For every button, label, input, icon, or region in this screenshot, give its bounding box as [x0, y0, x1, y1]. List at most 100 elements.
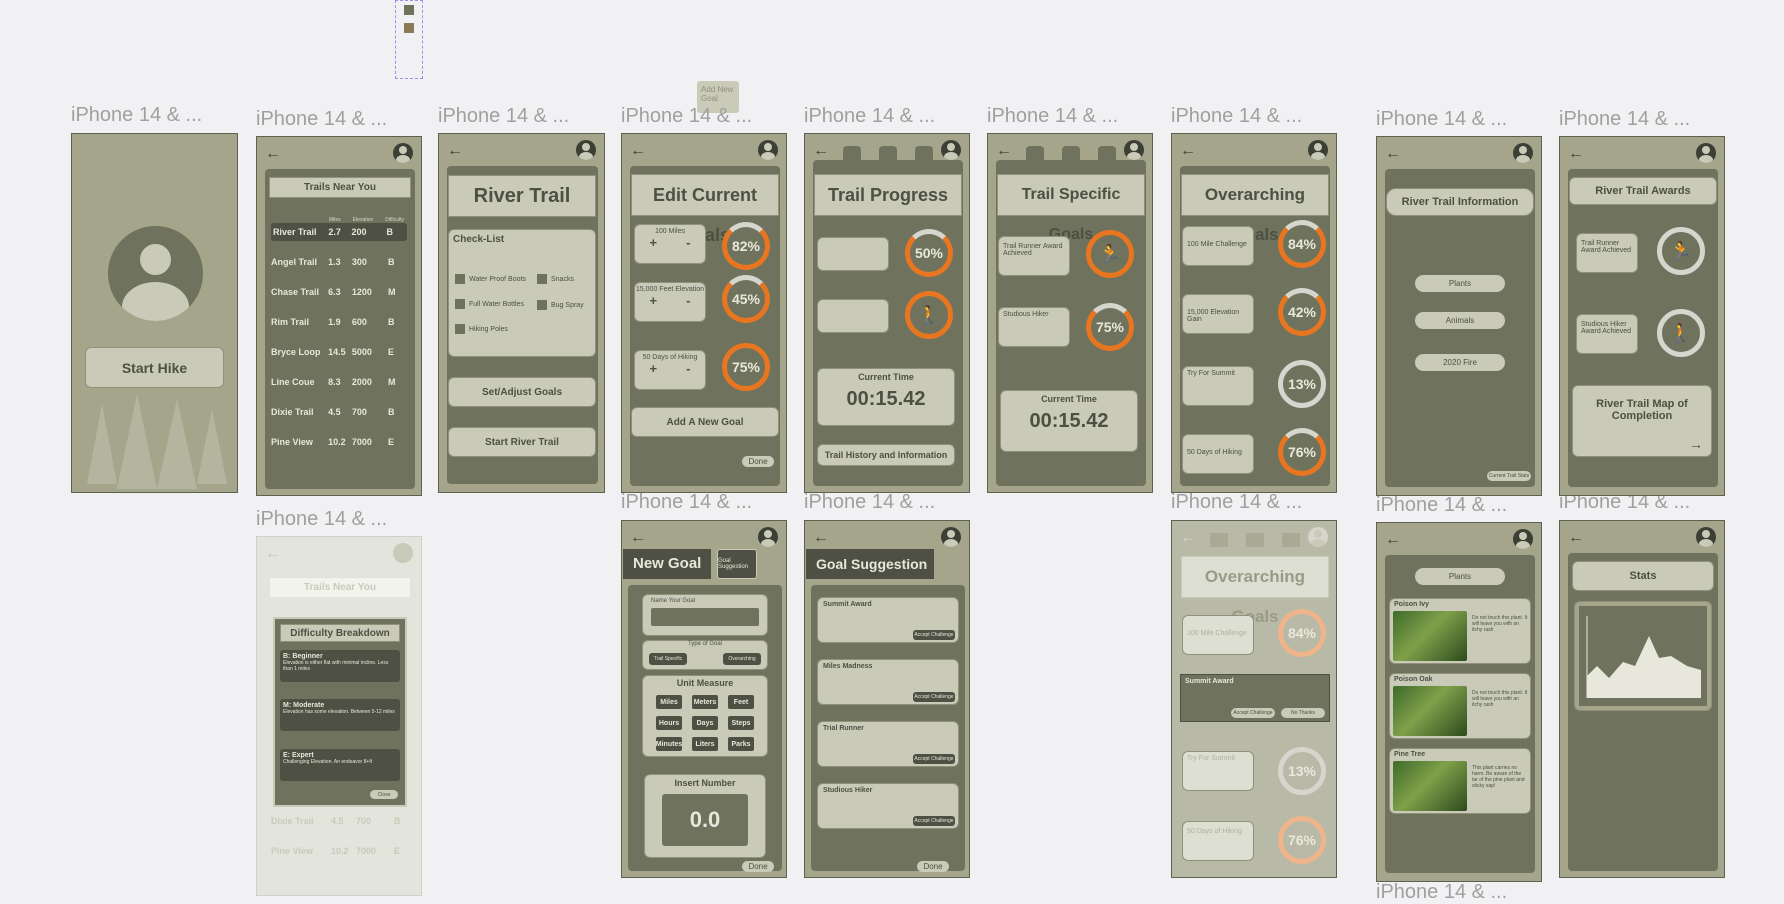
- profile-icon[interactable]: [393, 543, 413, 563]
- frame-label[interactable]: iPhone 14 & ...: [256, 108, 388, 130]
- unit-option[interactable]: Meters: [691, 694, 719, 710]
- back-arrow-icon[interactable]: ←: [1385, 145, 1401, 162]
- profile-icon[interactable]: [1696, 527, 1716, 547]
- done-button[interactable]: Done: [742, 861, 774, 872]
- unit-option[interactable]: Feet: [727, 694, 755, 710]
- checkbox[interactable]: [455, 274, 465, 284]
- checkbox[interactable]: [537, 274, 547, 284]
- profile-icon[interactable]: [1124, 140, 1144, 160]
- frame-label[interactable]: iPhone 14 & ...: [804, 491, 936, 513]
- back-arrow-icon[interactable]: ←: [265, 145, 281, 162]
- unit-option[interactable]: Miles: [655, 694, 683, 710]
- set-goals-button[interactable]: Set/Adjust Goals: [448, 377, 596, 407]
- profile-icon[interactable]: [941, 527, 961, 547]
- goal-suggestion-button[interactable]: Goal Suggestion: [717, 549, 757, 579]
- start-hike-button[interactable]: Start Hike: [85, 347, 224, 388]
- done-button[interactable]: Done: [742, 456, 774, 467]
- profile-icon[interactable]: [1308, 140, 1328, 160]
- frame-label[interactable]: iPhone 14 & ...: [1376, 494, 1508, 516]
- accept-challenge-button[interactable]: Accept Challenge: [1231, 708, 1275, 718]
- back-arrow-icon[interactable]: ←: [630, 142, 646, 159]
- checkbox[interactable]: [455, 324, 465, 334]
- selection-box[interactable]: [395, 0, 423, 79]
- trail-history-button[interactable]: Trail History and Information: [817, 444, 955, 466]
- profile-icon[interactable]: [1513, 529, 1533, 549]
- profile-icon[interactable]: [393, 143, 413, 163]
- unit-option[interactable]: Parks: [727, 736, 755, 752]
- add-goal-sticky[interactable]: Add New Goal: [697, 81, 739, 113]
- fire-button[interactable]: 2020 Fire: [1415, 354, 1505, 371]
- close-button[interactable]: Close: [370, 790, 398, 799]
- unit-option[interactable]: Liters: [691, 736, 719, 752]
- frame-label[interactable]: iPhone 14 & ...: [71, 104, 203, 126]
- number-display[interactable]: 0.0: [662, 794, 748, 846]
- profile-icon[interactable]: [941, 140, 961, 160]
- frame-label[interactable]: iPhone 14 & ...: [1171, 105, 1303, 127]
- minus-button[interactable]: -: [686, 235, 691, 250]
- goal-name-input[interactable]: [651, 608, 759, 626]
- profile-icon[interactable]: [1696, 143, 1716, 163]
- plus-button[interactable]: +: [649, 361, 658, 376]
- accept-challenge-button[interactable]: Accept Challenge: [913, 754, 955, 764]
- frame-label[interactable]: iPhone 14 & ...: [1559, 491, 1691, 513]
- frame-label[interactable]: iPhone 14 & ...: [1376, 108, 1508, 130]
- frame-label[interactable]: iPhone 14 & ...: [1376, 881, 1508, 903]
- profile-icon[interactable]: [576, 140, 596, 160]
- animals-button[interactable]: Animals: [1415, 312, 1505, 329]
- unit-option[interactable]: Minutes: [655, 736, 683, 752]
- map-completion-card[interactable]: River Trail Map of Completion →: [1572, 385, 1712, 457]
- frame-label[interactable]: iPhone 14 & ...: [1171, 491, 1303, 513]
- unit-option[interactable]: Steps: [727, 715, 755, 731]
- frame-label[interactable]: iPhone 14 & ...: [438, 105, 570, 127]
- back-arrow-icon[interactable]: ←: [1568, 529, 1584, 546]
- unit-option[interactable]: Hours: [655, 715, 683, 731]
- frame-label[interactable]: iPhone 14 & ...: [621, 105, 753, 127]
- frame-label[interactable]: iPhone 14 & ...: [804, 105, 936, 127]
- back-arrow-icon[interactable]: ←: [813, 142, 829, 159]
- profile-icon[interactable]: [758, 140, 778, 160]
- back-arrow-icon[interactable]: ←: [265, 545, 281, 562]
- no-thanks-button[interactable]: No Thanks: [1281, 708, 1325, 718]
- frame-label[interactable]: iPhone 14 & ...: [1559, 108, 1691, 130]
- back-arrow-icon[interactable]: ←: [1568, 145, 1584, 162]
- back-arrow-icon[interactable]: ←: [630, 529, 646, 546]
- profile-icon[interactable]: [1513, 143, 1533, 163]
- accept-challenge-button[interactable]: Accept Challenge: [913, 692, 955, 702]
- component-swatch[interactable]: [404, 5, 414, 15]
- type-overarching[interactable]: Overarching: [723, 653, 761, 665]
- trail-stats-button[interactable]: Current Trail Stats: [1487, 471, 1531, 481]
- profile-icon[interactable]: [1308, 527, 1328, 547]
- back-arrow-icon[interactable]: ←: [447, 142, 463, 159]
- unit-option[interactable]: Days: [691, 715, 719, 731]
- frame-label[interactable]: iPhone 14 & ...: [256, 508, 388, 530]
- checkbox[interactable]: [455, 299, 465, 309]
- type-trail-specific[interactable]: Trail Specific: [649, 653, 687, 665]
- plants-button[interactable]: Plants: [1415, 275, 1505, 292]
- frame-label[interactable]: iPhone 14 & ...: [621, 491, 753, 513]
- plus-button[interactable]: +: [649, 293, 658, 308]
- frame-label[interactable]: iPhone 14 & ...: [987, 105, 1119, 127]
- back-arrow-icon[interactable]: ←: [1180, 142, 1196, 159]
- back-arrow-icon[interactable]: ←: [996, 142, 1012, 159]
- start-river-trail-button[interactable]: Start River Trail: [448, 427, 596, 457]
- minus-button[interactable]: -: [686, 293, 691, 308]
- add-goal-button[interactable]: Add A New Goal: [631, 407, 779, 437]
- back-arrow-icon[interactable]: ←: [1385, 531, 1401, 548]
- done-button[interactable]: Done: [917, 861, 949, 872]
- back-arrow-icon[interactable]: ←: [813, 529, 829, 546]
- checkbox[interactable]: [537, 300, 547, 310]
- arrow-right-icon[interactable]: →: [1689, 436, 1703, 452]
- accept-challenge-button[interactable]: Accept Challenge: [913, 630, 955, 640]
- profile-icon[interactable]: [758, 527, 778, 547]
